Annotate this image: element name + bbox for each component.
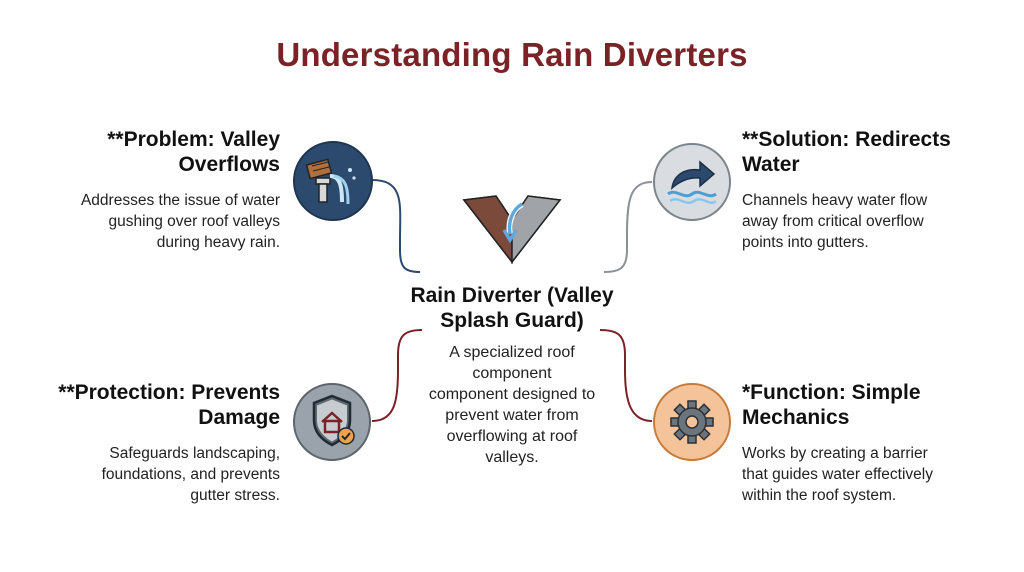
problem-heading: **Problem: Valley Overflows [40, 127, 280, 177]
center-desc-line3: component designed to [428, 386, 596, 403]
solution-desc-line2: away from critical overflow [742, 213, 924, 230]
center-heading: Rain Diverter (Valley Splash Guard) [392, 283, 632, 333]
solution-heading-line1: **Solution: Redirects [742, 128, 951, 151]
redirect-arrow-water-icon [653, 143, 731, 221]
house-shield-check-icon [293, 383, 371, 461]
overflowing-gutter-icon [293, 141, 373, 221]
solution-heading: **Solution: Redirects Water [742, 127, 1002, 177]
center-desc-line2: component [472, 365, 552, 382]
gear-icon [653, 383, 731, 461]
roof-valley-diverter-icon [462, 195, 562, 265]
solution-description: Channels heavy water flow away from crit… [742, 190, 1002, 253]
function-heading-line1: *Function: Simple [742, 381, 921, 404]
protection-heading-line2: Damage [198, 406, 280, 429]
protection-heading-line1: **Protection: Prevents [58, 381, 280, 404]
center-description: A specialized roof component component d… [402, 342, 622, 468]
solution-heading-line2: Water [742, 153, 800, 176]
function-heading: *Function: Simple Mechanics [742, 380, 1002, 430]
page-title: Understanding Rain Diverters [276, 36, 748, 73]
function-description: Works by creating a barrier that guides … [742, 443, 1012, 506]
problem-desc-line3: during heavy rain. [156, 234, 280, 251]
protection-desc-line3: gutter stress. [190, 487, 280, 504]
problem-desc-line2: gushing over roof valleys [108, 213, 280, 230]
protection-desc-line2: foundations, and prevents [101, 466, 280, 483]
problem-heading-line2: Overflows [178, 153, 280, 176]
function-heading-line2: Mechanics [742, 406, 850, 429]
center-desc-line6: valleys. [485, 449, 539, 466]
protection-heading: **Protection: Prevents Damage [20, 380, 280, 430]
protection-desc-line1: Safeguards landscaping, [109, 445, 280, 462]
connector-function [599, 329, 653, 422]
function-desc-line3: within the roof system. [742, 487, 897, 504]
problem-desc-line1: Addresses the issue of water [80, 192, 280, 209]
problem-description: Addresses the issue of water gushing ove… [20, 190, 280, 253]
protection-description: Safeguards landscaping, foundations, and… [20, 443, 280, 506]
solution-desc-line1: Channels heavy water flow [742, 192, 928, 209]
center-heading-line2: Splash Guard) [440, 309, 584, 332]
connector-protection [371, 329, 423, 422]
center-desc-line1: A specialized roof [449, 344, 575, 361]
center-desc-line5: overflowing at roof [446, 428, 578, 445]
center-desc-line4: prevent water from [445, 407, 579, 424]
center-heading-line1: Rain Diverter (Valley [410, 284, 614, 307]
solution-desc-line3: points into gutters. [742, 234, 869, 251]
problem-heading-line1: **Problem: Valley [107, 128, 280, 151]
connector-solution [603, 181, 653, 273]
function-desc-line2: that guides water effectively [742, 466, 933, 483]
function-desc-line1: Works by creating a barrier [742, 445, 928, 462]
connector-problem [371, 179, 421, 273]
